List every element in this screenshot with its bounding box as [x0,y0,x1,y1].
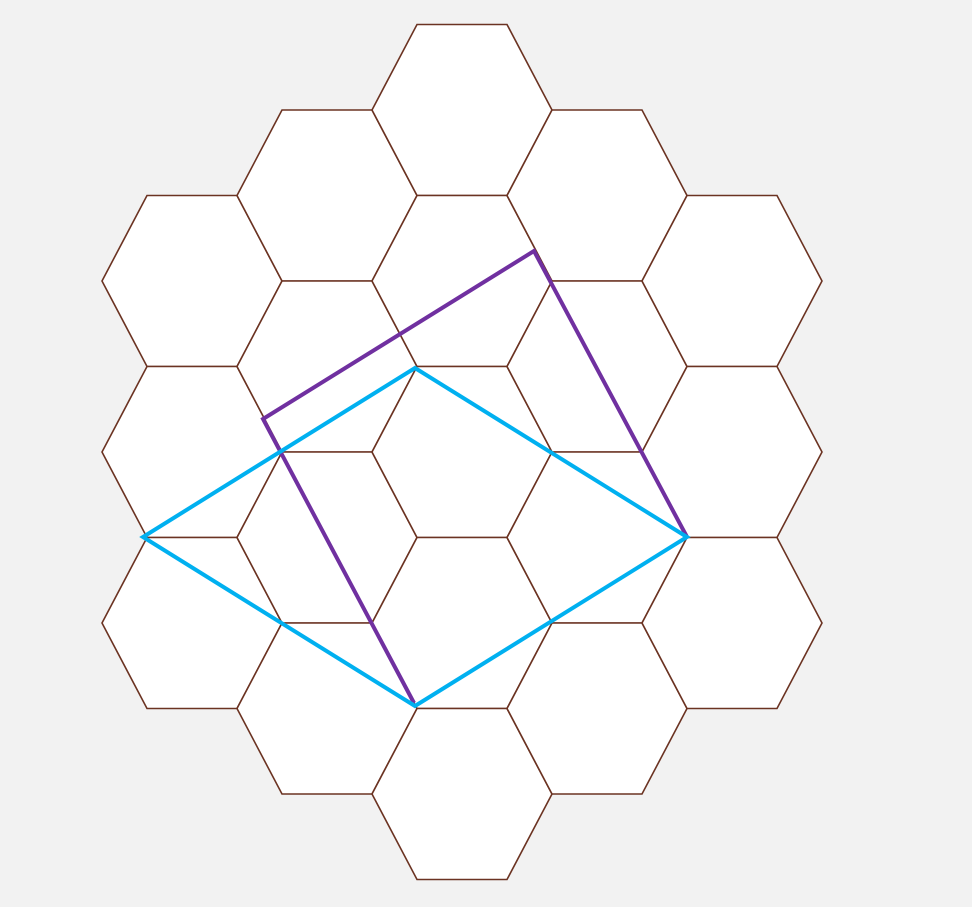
blue-rhombus [139,365,691,709]
purple-quadrilateral [260,248,689,704]
